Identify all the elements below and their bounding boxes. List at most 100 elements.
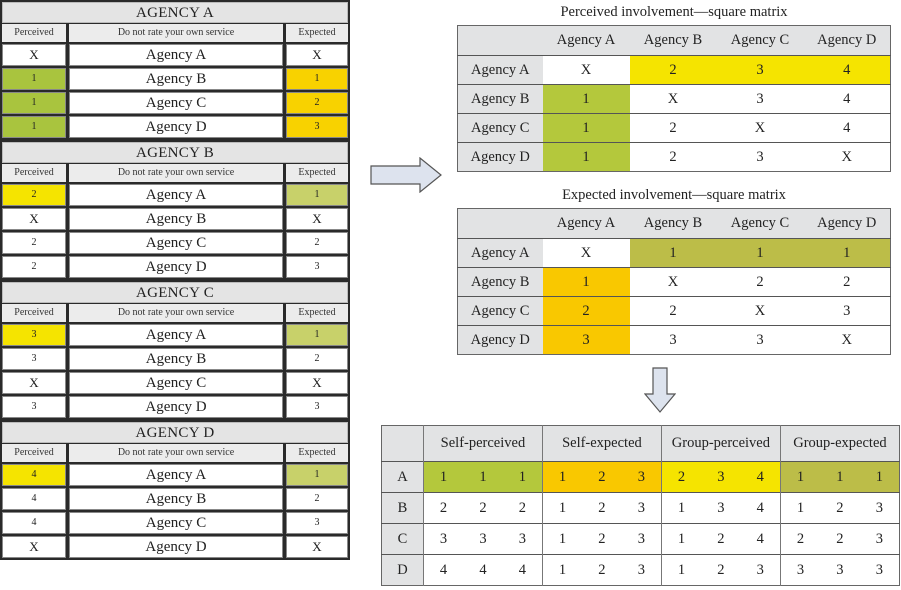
perceived-rating-cell[interactable]: 1 [2, 116, 66, 138]
matrix-cell: X [716, 296, 804, 326]
agency-name-cell: Agency B [69, 208, 283, 230]
agency-name-cell: Agency D [69, 256, 283, 278]
matrix-column-header: Agency D [803, 208, 891, 239]
matrix-cell: 3 [716, 84, 804, 114]
matrix-cell: X [542, 55, 630, 85]
perceived-rating-cell[interactable]: X [2, 372, 66, 394]
expected-rating-cell[interactable]: X [286, 536, 348, 558]
perceived-rating-cell[interactable]: X [2, 536, 66, 558]
agency-name-cell: Agency D [69, 116, 283, 138]
summary-cell: 3 [779, 554, 821, 586]
matrix-row-label: Agency B [457, 84, 543, 114]
agency-name-cell: Agency D [69, 396, 283, 418]
expected-rating-cell[interactable]: 2 [286, 348, 348, 370]
perceived-rating-cell[interactable]: 2 [2, 232, 66, 254]
perceived-rating-cell[interactable]: 4 [2, 512, 66, 534]
matrix-column-header [457, 25, 543, 56]
matrix-cell: 3 [716, 142, 804, 172]
perceived-rating-cell[interactable]: 3 [2, 324, 66, 346]
expected-matrix-title: Expected involvement—square matrix [562, 187, 786, 203]
expected-header: Expected [286, 304, 348, 322]
agency-form-title: AGENCY D [2, 422, 348, 443]
expected-rating-cell[interactable]: X [286, 208, 348, 230]
expected-rating-cell[interactable]: 1 [286, 324, 348, 346]
expected-header: Expected [286, 24, 348, 42]
summary-cell: 1 [541, 523, 583, 555]
summary-cell: 1 [660, 554, 702, 586]
summary-group-header: Self-perceived [422, 425, 543, 462]
summary-cell: 1 [422, 461, 464, 493]
matrix-cell: X [629, 267, 717, 297]
summary-cell: 1 [463, 461, 503, 493]
summary-cell: 2 [701, 523, 741, 555]
expected-rating-cell[interactable]: X [286, 44, 348, 66]
expected-rating-cell[interactable]: 3 [286, 256, 348, 278]
summary-cell: 3 [621, 492, 662, 524]
perceived-rating-cell[interactable]: 4 [2, 464, 66, 486]
arrow-down-icon [644, 367, 676, 413]
expected-rating-cell[interactable]: 3 [286, 396, 348, 418]
summary-row-label: B [381, 492, 424, 524]
agency-name-cell: Agency A [69, 324, 283, 346]
summary-cell: 2 [582, 461, 622, 493]
perceived-rating-cell[interactable]: X [2, 208, 66, 230]
expected-rating-cell[interactable]: 3 [286, 116, 348, 138]
expected-rating-cell[interactable]: X [286, 372, 348, 394]
expected-rating-cell[interactable]: 1 [286, 68, 348, 90]
perceived-rating-cell[interactable]: X [2, 44, 66, 66]
matrix-cell: 3 [716, 55, 804, 85]
expected-rating-cell[interactable]: 2 [286, 92, 348, 114]
expected-header: Expected [286, 444, 348, 462]
expected-rating-cell[interactable]: 1 [286, 464, 348, 486]
expected-rating-cell[interactable]: 1 [286, 184, 348, 206]
matrix-column-header [457, 208, 543, 239]
agency-name-cell: Agency C [69, 372, 283, 394]
summary-cell: 1 [541, 554, 583, 586]
summary-cell: 3 [621, 523, 662, 555]
perceived-rating-cell[interactable]: 4 [2, 488, 66, 510]
perceived-header: Perceived [2, 164, 66, 182]
matrix-cell: 4 [803, 55, 891, 85]
summary-cell: 2 [820, 492, 860, 524]
expected-rating-cell[interactable]: 3 [286, 512, 348, 534]
perceived-rating-cell[interactable]: 1 [2, 92, 66, 114]
perceived-rating-cell[interactable]: 3 [2, 396, 66, 418]
summary-cell: 1 [502, 461, 543, 493]
agency-name-cell: Agency A [69, 464, 283, 486]
perceived-rating-cell[interactable]: 2 [2, 184, 66, 206]
matrix-row-label: Agency B [457, 267, 543, 297]
summary-cell: 3 [701, 461, 741, 493]
perceived-rating-cell[interactable]: 3 [2, 348, 66, 370]
matrix-cell: 2 [803, 267, 891, 297]
instruction-header: Do not rate your own service [69, 444, 283, 462]
summary-group-header: Group-perceived [660, 425, 781, 462]
summary-cell: 3 [621, 554, 662, 586]
agency-name-cell: Agency B [69, 348, 283, 370]
perceived-rating-cell[interactable]: 2 [2, 256, 66, 278]
summary-cell: 2 [820, 523, 860, 555]
matrix-row-label: Agency A [457, 55, 543, 85]
matrix-cell: 4 [803, 113, 891, 143]
perceived-rating-cell[interactable]: 1 [2, 68, 66, 90]
agency-form-title: AGENCY C [2, 282, 348, 303]
agency-name-cell: Agency A [69, 184, 283, 206]
summary-cell: 3 [859, 523, 900, 555]
summary-cell: 2 [463, 492, 503, 524]
expected-rating-cell[interactable]: 2 [286, 232, 348, 254]
expected-rating-cell[interactable]: 2 [286, 488, 348, 510]
matrix-cell: 4 [803, 84, 891, 114]
